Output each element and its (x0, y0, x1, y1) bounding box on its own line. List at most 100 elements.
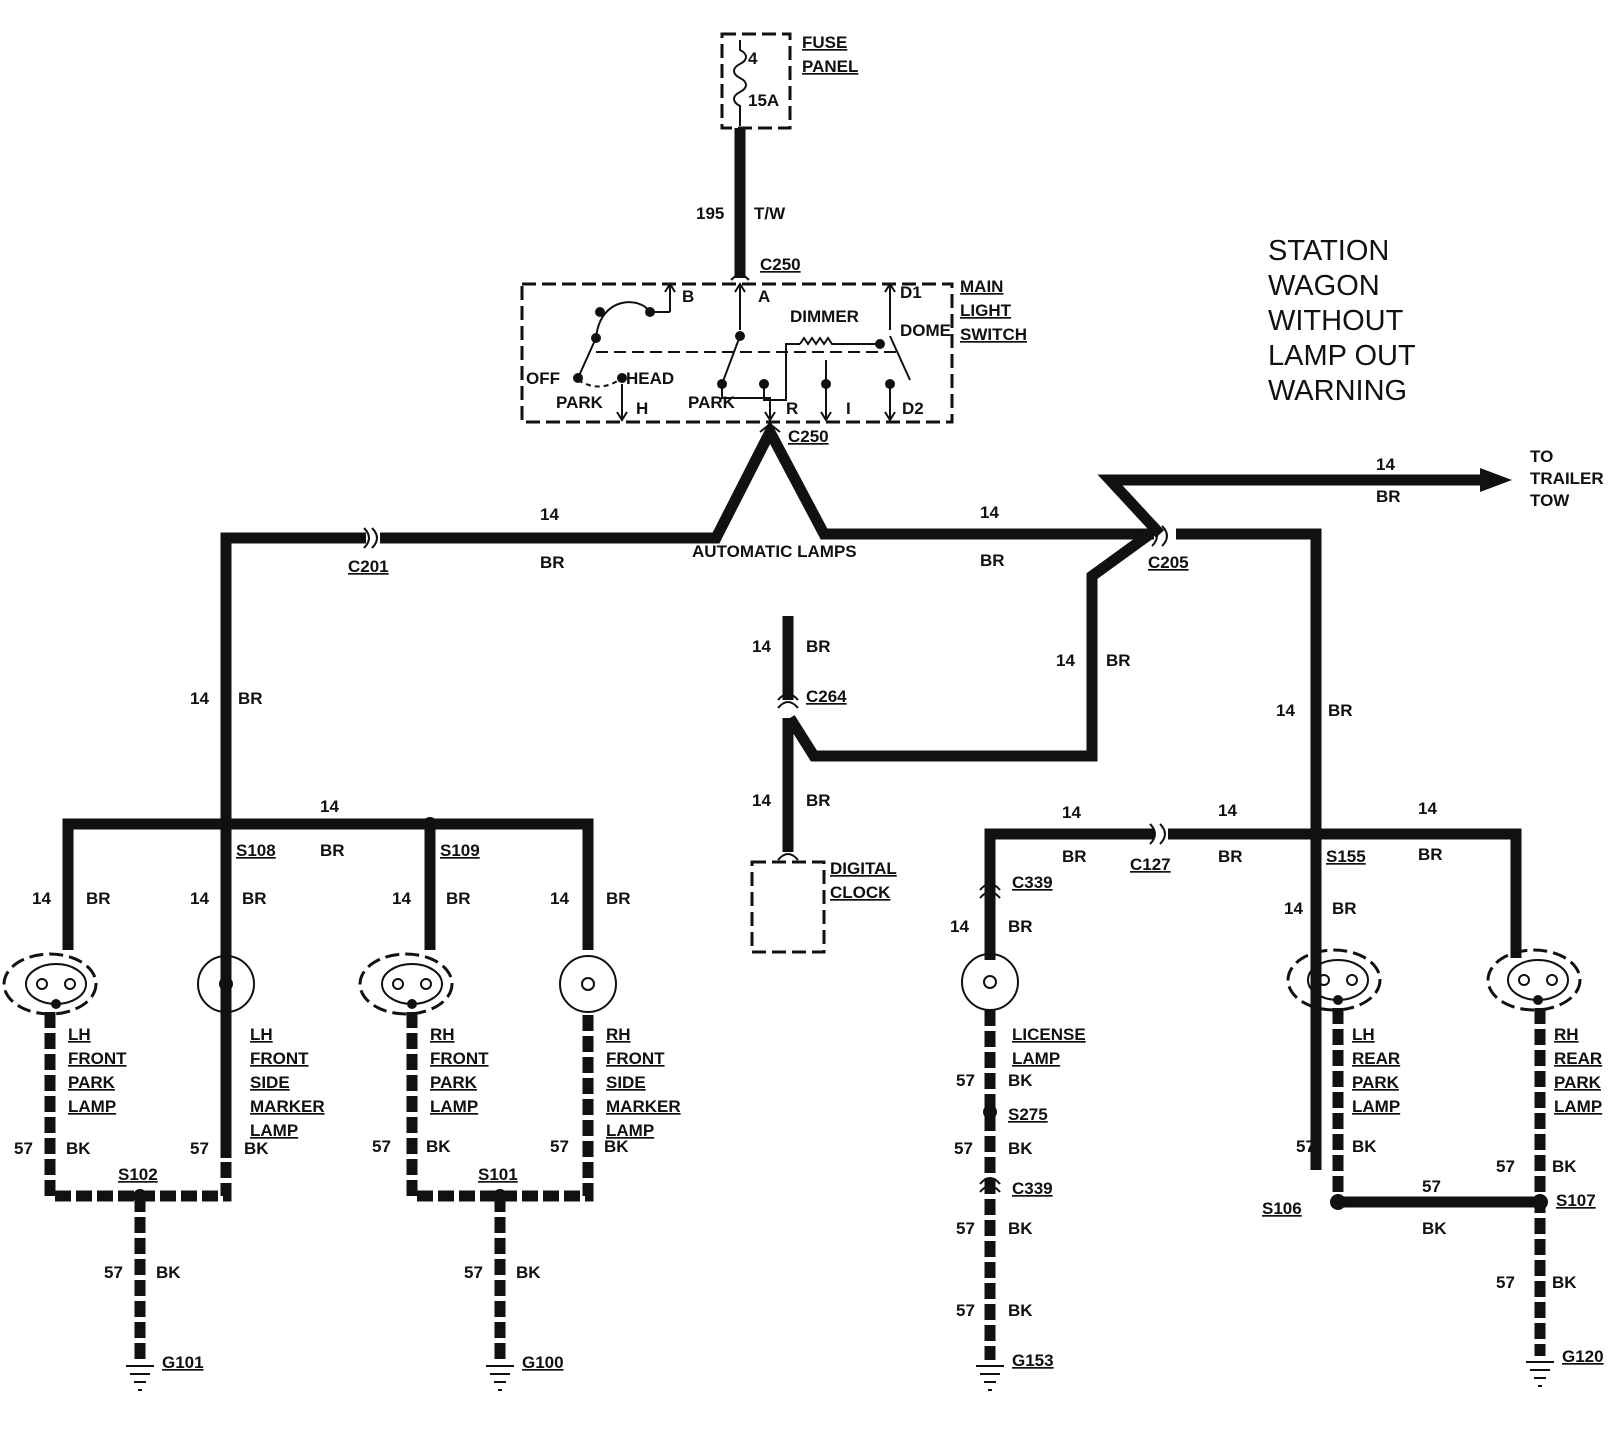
switch-blade (721, 335, 741, 385)
circuit-gauge: 57 (1296, 1137, 1315, 1156)
connector-c339-icon (979, 1177, 1001, 1193)
filament-icon (219, 977, 233, 991)
splice-s107 (1532, 1194, 1548, 1210)
circuit-color: BR (1328, 701, 1353, 720)
circuit-color: BK (1552, 1273, 1577, 1292)
trailer-label: TO (1530, 447, 1553, 466)
circuit-color: BR (540, 553, 565, 572)
connector-c264-icon (777, 693, 799, 709)
bulb-icon (381, 963, 443, 1005)
circuit-gauge: 14 (190, 889, 209, 908)
circuit-color: BK (66, 1139, 91, 1158)
circuit-color: BR (320, 841, 345, 860)
bulb-icon (25, 963, 87, 1005)
lh-rear-park-lamp (1286, 948, 1382, 1012)
filament-icon (581, 977, 595, 991)
ground-g100-label: G100 (522, 1353, 564, 1372)
lamp-housing (2, 952, 98, 1016)
feed-circuit-number: 195 (696, 204, 724, 223)
splice-s106 (1330, 1194, 1346, 1210)
lamp-label: PARK (430, 1073, 478, 1092)
lamp-housing (1486, 948, 1582, 1012)
title-note-line: STATION (1268, 235, 1389, 267)
lamp-label: FRONT (68, 1049, 127, 1068)
bulb-icon (961, 953, 1019, 1011)
splice-s109-label: S109 (440, 841, 480, 860)
circuit-color: BR (806, 791, 831, 810)
circuit-gauge: 14 (32, 889, 51, 908)
filament-icon (1546, 974, 1558, 986)
fuse-panel-label: FUSE (802, 33, 847, 52)
connector-icon (777, 853, 799, 861)
lamp-label: LAMP (430, 1097, 478, 1116)
title-note-line: WITHOUT (1268, 305, 1404, 337)
feed-circuit-tags: 14 14 14 14 14 14 14 14 14 14 14 14 14 1… (32, 455, 1443, 936)
rear-license-wire (984, 828, 1154, 960)
circuit-gauge: 14 (980, 503, 999, 522)
circuit-gauge: 57 (1496, 1273, 1515, 1292)
circuit-gauge: 57 (104, 1263, 123, 1282)
lamp-label: FRONT (606, 1049, 665, 1068)
lh-ground-wire (44, 1012, 232, 1202)
circuit-gauge: 14 (1062, 803, 1081, 822)
splice-s102-label: S102 (118, 1165, 158, 1184)
circuit-color: BK (1552, 1157, 1577, 1176)
rh-front-side-marker-lamp (559, 955, 617, 1013)
circuit-gauge: 57 (954, 1139, 973, 1158)
terminal-label: OFF (526, 369, 560, 388)
terminal-label: D2 (902, 399, 924, 418)
rh-ground-wire (406, 1012, 594, 1202)
terminal-label: I (846, 399, 851, 418)
lamp-label: LH (68, 1025, 91, 1044)
circuit-gauge: 57 (956, 1219, 975, 1238)
lamp-label: SIDE (250, 1073, 290, 1092)
terminal-label: B (682, 287, 694, 306)
rear-bus-wire (1168, 828, 1522, 958)
fuse-icon (733, 40, 747, 126)
lamp-housing (358, 952, 454, 1016)
lamp-label: FRONT (430, 1049, 489, 1068)
main-switch-box (520, 282, 954, 424)
trailer-wire (1097, 474, 1490, 538)
terminal-label: R (786, 399, 798, 418)
circuit-gauge: 57 (372, 1137, 391, 1156)
filament-icon (983, 975, 997, 989)
switch-contact (875, 339, 885, 349)
ground-circuit-tags: 57 57 57 57 57 57 57 57 57 57 57 57 57 5… (14, 1071, 1577, 1320)
connector-c250-top: C250 (760, 255, 801, 274)
lh-front-side-marker-lamp (197, 955, 255, 1013)
filament-icon (36, 978, 48, 990)
circuit-gauge: 57 (1496, 1157, 1515, 1176)
head-contact-arc (595, 301, 670, 339)
dimmer-feed (763, 343, 800, 401)
lamp-terminal (407, 999, 417, 1009)
lamp-label: RH (1554, 1025, 1579, 1044)
title-note-line: WAGON (1268, 270, 1380, 302)
title-note: STATION WAGON WITHOUT LAMP OUT WARNING (1268, 235, 1416, 407)
automatic-lamps-label: AUTOMATIC LAMPS (692, 542, 857, 561)
circuit-color: BR (242, 889, 267, 908)
filament-icon (1518, 974, 1530, 986)
circuit-color: BK (1422, 1219, 1447, 1238)
connector-c339-icon (979, 883, 1001, 899)
splice-s108 (219, 817, 233, 831)
lamp-label: SIDE (606, 1073, 646, 1092)
splice-s101-label: S101 (478, 1165, 518, 1184)
lamp-label-group: LH FRONT PARK LAMP LH FRONT SIDE MARKER … (68, 1025, 1602, 1140)
title-note-line: LAMP OUT (1268, 340, 1416, 372)
ground-g153-label: G153 (1012, 1351, 1054, 1370)
switch-contact (595, 307, 605, 317)
lamp-label: MARKER (250, 1097, 325, 1116)
filament-icon (1318, 974, 1330, 986)
circuit-gauge: 14 (1284, 899, 1303, 918)
ground-g120-label: G120 (1562, 1347, 1604, 1366)
filament-icon (420, 978, 432, 990)
circuit-color: BK (244, 1139, 269, 1158)
rh-front-park-lamp (358, 952, 454, 1016)
switch-blade (577, 337, 597, 379)
circuit-color: BR (1332, 899, 1357, 918)
splice-s155 (1309, 827, 1323, 841)
circuit-gauge: 14 (1056, 651, 1075, 670)
terminal-i-arrow (820, 360, 832, 422)
trailer-label: TRAILER (1530, 469, 1604, 488)
